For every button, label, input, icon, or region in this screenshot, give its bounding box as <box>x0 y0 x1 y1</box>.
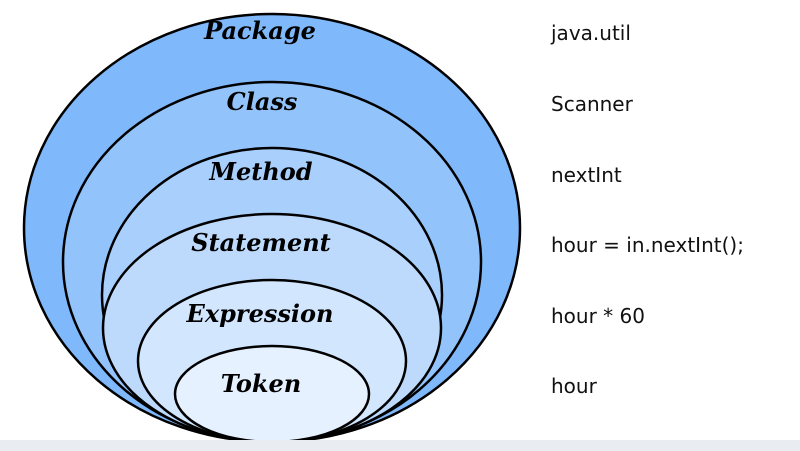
layer-label-statement: Statement <box>191 228 331 257</box>
layer-label-token: Token <box>221 369 301 398</box>
layer-label-expression: Expression <box>186 299 334 328</box>
bottom-strip <box>0 440 800 451</box>
example-token: hour <box>551 374 597 398</box>
example-class: Scanner <box>551 92 633 116</box>
example-statement: hour = in.nextInt(); <box>551 233 744 257</box>
example-expression: hour * 60 <box>551 304 645 328</box>
layer-label-package: Package <box>203 16 316 45</box>
layer-label-method: Method <box>208 157 312 186</box>
example-method: nextInt <box>551 163 622 187</box>
example-package: java.util <box>551 21 631 45</box>
layer-label-class: Class <box>227 87 298 116</box>
